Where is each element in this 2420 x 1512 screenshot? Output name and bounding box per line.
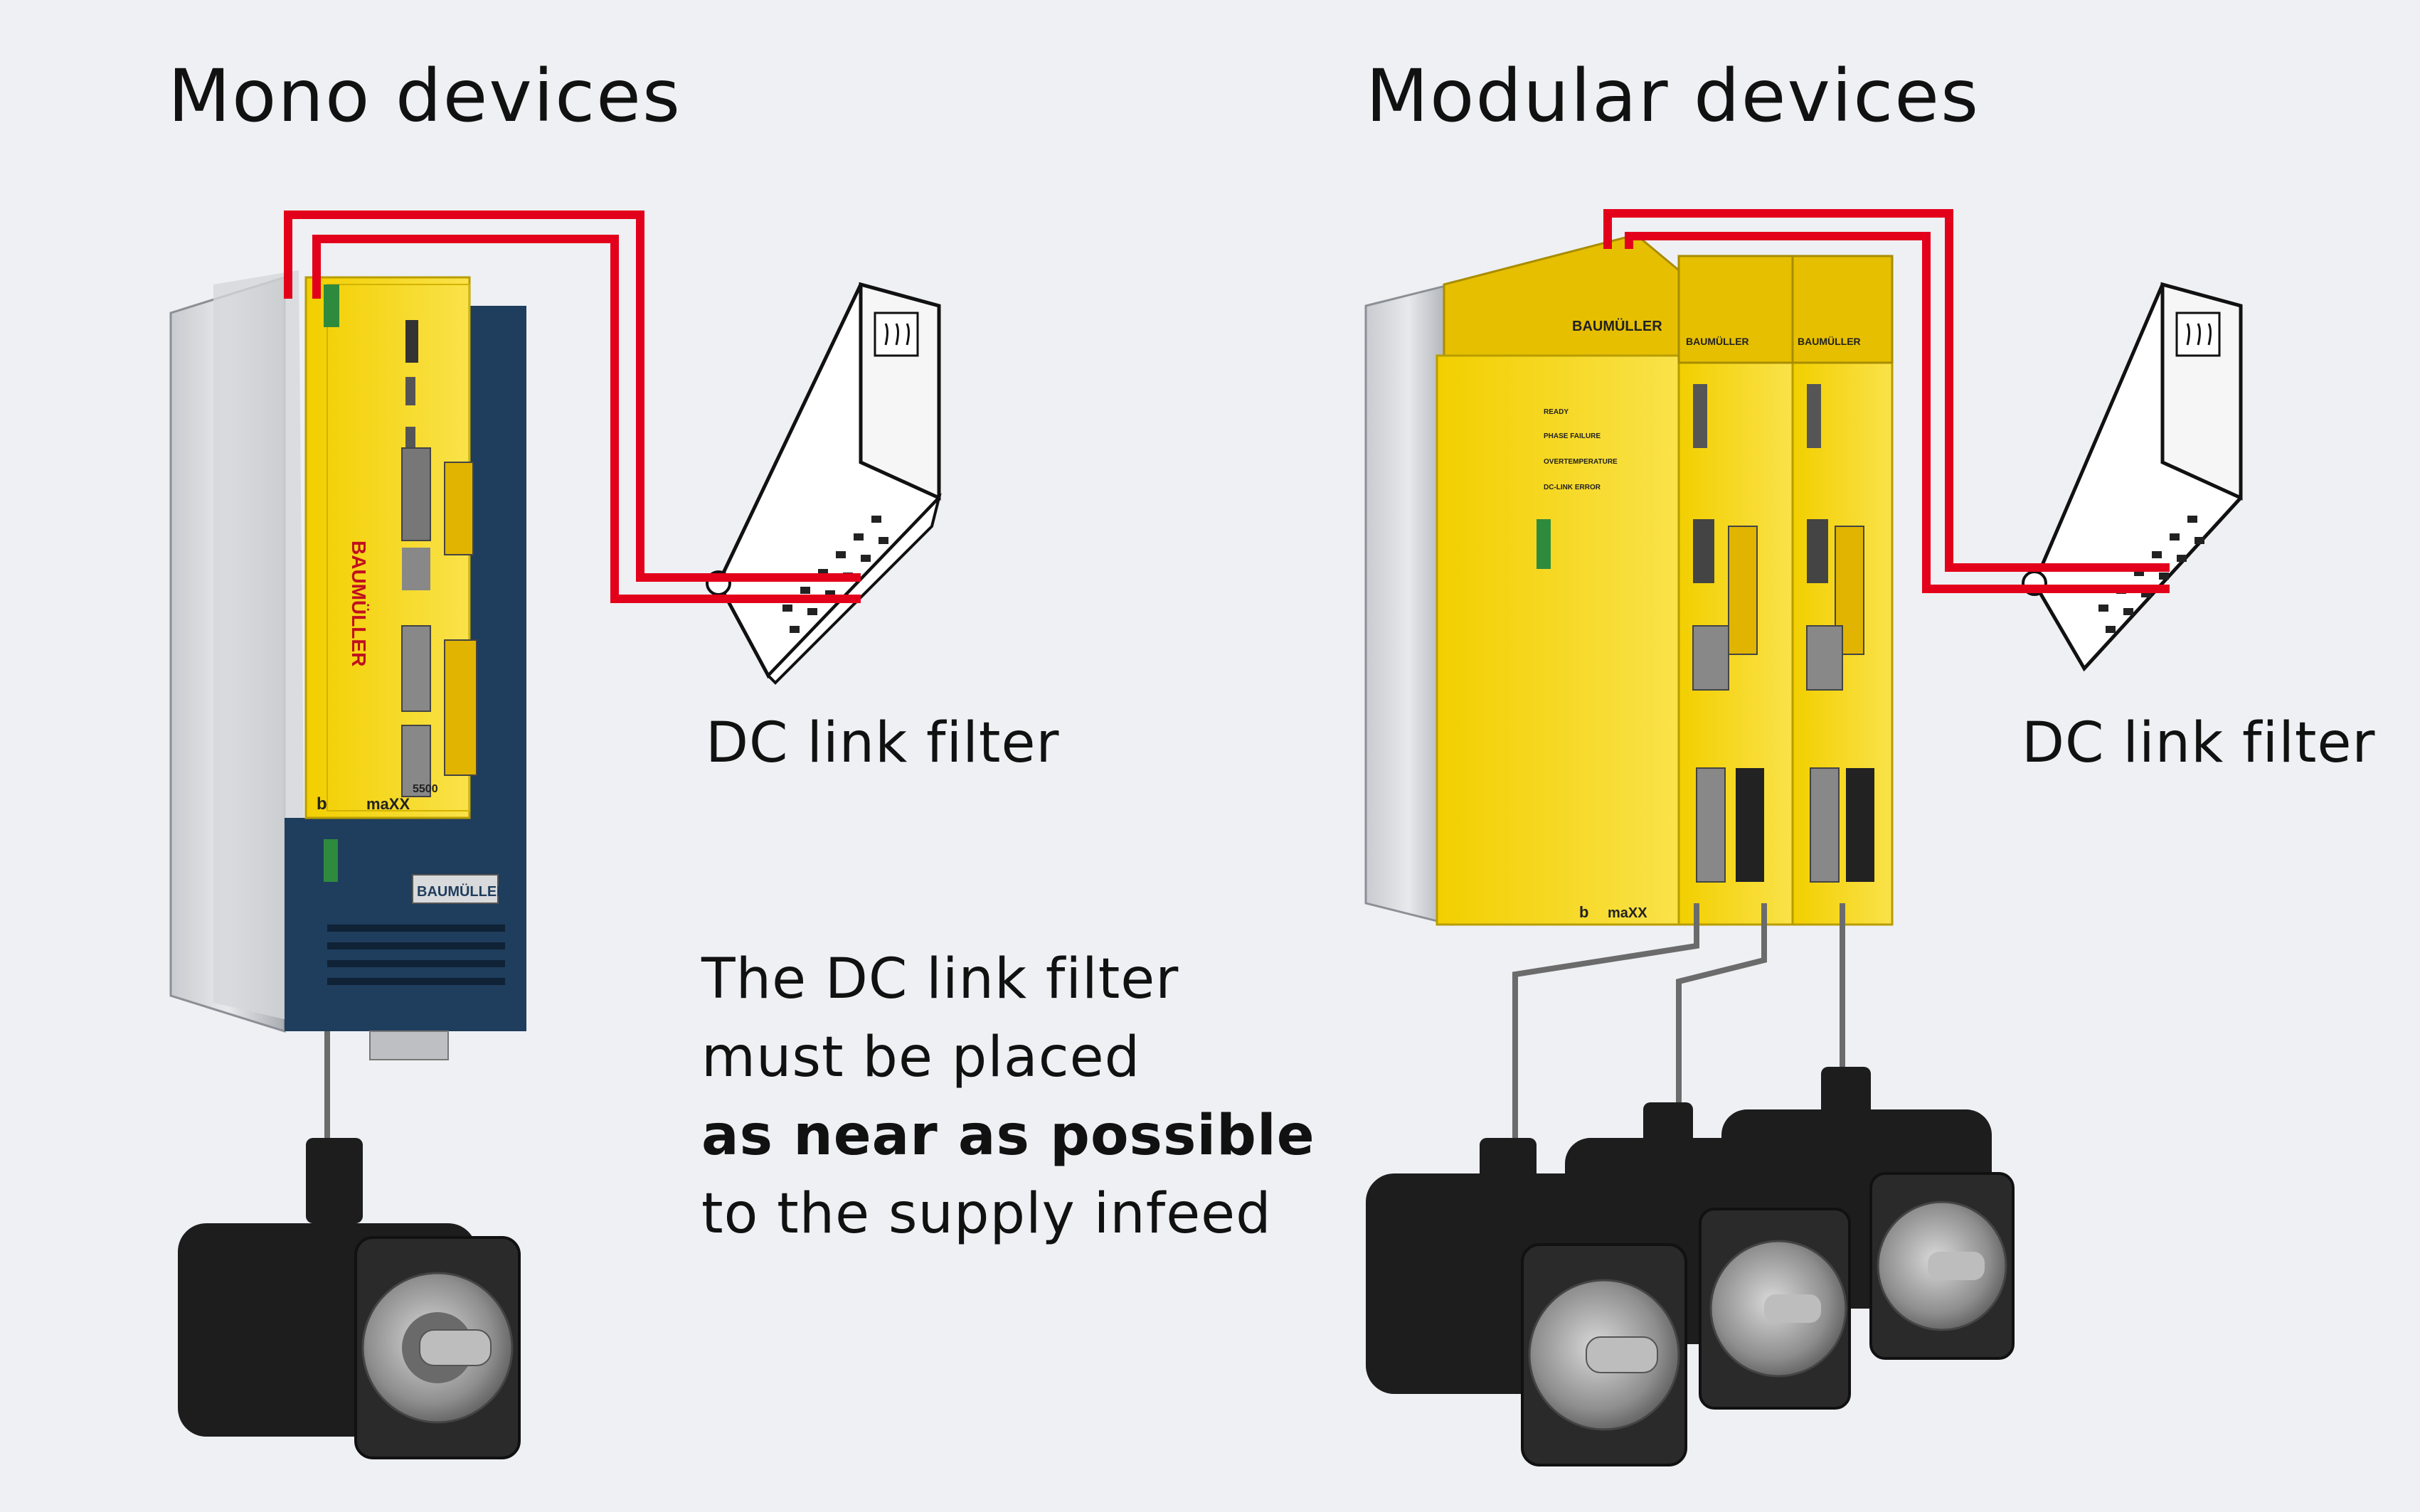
dc-link-filter-label-right: DC link filter <box>2022 711 2376 775</box>
led-label-dc-link-error: DC-LINK ERROR <box>1544 484 1601 491</box>
axis2-brand: BAUMÜLLER <box>1798 336 1861 347</box>
mono-plate-brand: BAUMÜLLER <box>417 883 507 900</box>
modular-axis-module-2: BAUMÜLLER <box>1791 255 1894 926</box>
dc-link-filter-right <box>2022 282 2243 672</box>
axis1-brand: BAUMÜLLER <box>1686 336 1749 347</box>
dc-link-filter-left <box>706 282 942 685</box>
mono-servo-motor <box>178 1138 521 1459</box>
modular-model-prefix: b <box>1579 903 1588 921</box>
modular-motor-cables <box>1512 903 1845 1166</box>
modular-supply-module: BAUMÜLLER READY PHASE FAILURE OVERTEMPER… <box>1364 233 1680 926</box>
mono-devices-title: Mono devices <box>168 54 682 139</box>
modular-supply-brand: BAUMÜLLER <box>1572 318 1662 334</box>
dc-link-cables-modular <box>1603 209 2170 593</box>
note-line-1: The DC link filter <box>701 947 1179 1011</box>
mono-drive-device: BAUMÜLLER b maXX 5500 BAUMÜLLER <box>169 270 526 1060</box>
modular-devices-title: Modular devices <box>1366 54 1980 139</box>
note-line-2: must be placed <box>701 1026 1141 1090</box>
led-label-ready: READY <box>1544 408 1569 416</box>
led-label-overtemperature: OVERTEMPERATURE <box>1544 458 1618 466</box>
note-line-4: to the supply infeed <box>701 1182 1272 1246</box>
led-label-phase-failure: PHASE FAILURE <box>1544 432 1601 440</box>
note-line-3-emphasis: as near as possible <box>701 1104 1315 1168</box>
modular-axis-module-1: BAUMÜLLER <box>1677 255 1794 926</box>
dc-link-cables-mono <box>284 211 861 603</box>
mono-model-series: 5500 <box>413 783 438 795</box>
dc-link-filter-label-left: DC link filter <box>706 711 1060 775</box>
modular-model-name: maXX <box>1608 905 1647 921</box>
mono-model-name: maXX <box>366 795 410 813</box>
mono-brand-text: BAUMÜLLER <box>348 541 370 666</box>
mono-model-prefix: b <box>317 794 327 814</box>
placement-note: The DC link filter must be placed as nea… <box>701 940 1315 1253</box>
modular-servo-motor-1 <box>1366 1138 1687 1466</box>
